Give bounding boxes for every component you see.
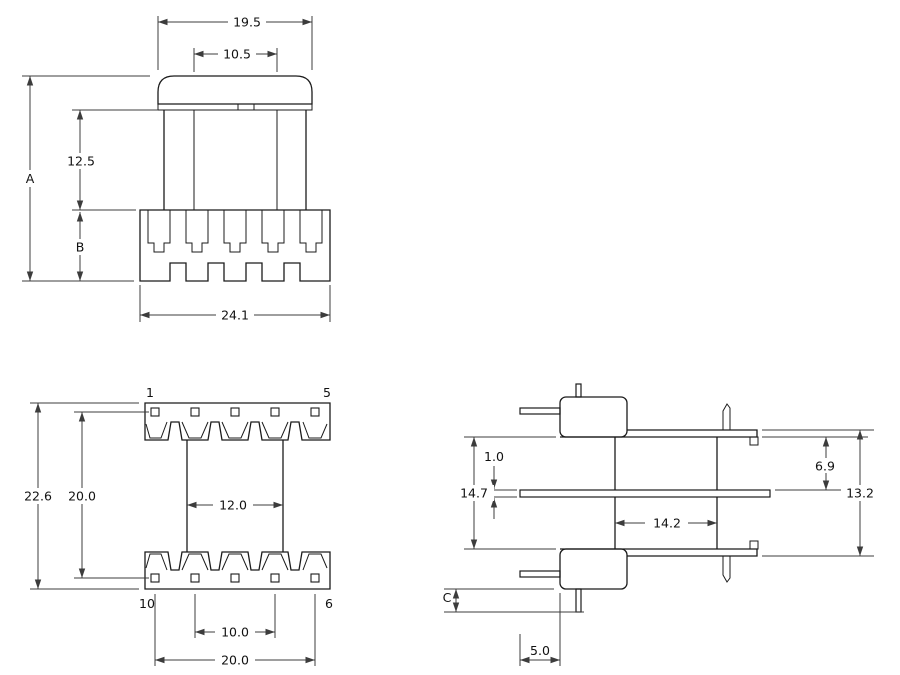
pin-slot — [147, 210, 171, 253]
pin-slot — [299, 210, 323, 253]
pin-cross-section — [190, 407, 200, 417]
dim-inner-pin-span-label: 10.0 — [221, 625, 249, 640]
dim-pin-thickness: 1.0 — [484, 449, 517, 519]
dim-core-length-label: 12.0 — [219, 498, 247, 513]
dim-pin-length: 5.0 — [519, 593, 561, 666]
dim-body-height: 12.5 — [61, 109, 158, 211]
pin-cross-section — [310, 573, 320, 583]
dim-window-height: 14.7 — [453, 436, 556, 550]
dim-body-height-label: 12.5 — [67, 154, 95, 169]
side-view-body — [519, 383, 771, 613]
pin-funnel — [181, 553, 209, 571]
dim-overall-height-side-label: 13.2 — [846, 486, 874, 501]
bottom-flange-block — [559, 548, 628, 590]
pin-funnel — [221, 421, 249, 439]
dim-base-width-label: 24.1 — [221, 308, 249, 323]
pin-funnel — [302, 421, 328, 439]
dim-core-width: 10.5 — [193, 46, 278, 72]
pin-cross-section — [150, 573, 160, 583]
pin-slot — [261, 210, 285, 253]
pin-middle-strip — [519, 489, 771, 498]
pin-cross-section — [270, 573, 280, 583]
dim-core-length: 12.0 — [187, 497, 283, 513]
dim-core-width-label: 10.5 — [223, 47, 251, 62]
pin-cross-section — [150, 407, 160, 417]
dim-window-width: 14.2 — [615, 515, 717, 531]
bottom-flange-plate — [560, 548, 758, 557]
bottom-flange-lip — [749, 540, 759, 550]
pin-number-6: 6 — [325, 596, 333, 611]
top-flange-lip — [749, 436, 759, 446]
pin-cross-section — [230, 573, 240, 583]
pin-left-top — [519, 407, 561, 415]
pin-funnel — [145, 421, 168, 439]
bottom-flange-hook — [722, 556, 731, 583]
pin-top — [575, 383, 582, 398]
dim-overall-length-label: 22.6 — [24, 489, 52, 504]
pin-cross-section — [270, 407, 280, 417]
pin-cross-section — [310, 407, 320, 417]
dim-standoff-c: C — [443, 588, 584, 613]
pin-left-bottom — [519, 570, 561, 578]
dim-overall-height-side: 13.2 — [762, 429, 880, 557]
dim-inner-pin-span: 10.0 — [194, 594, 276, 640]
pin-cross-section — [230, 407, 240, 417]
front-view-body — [139, 75, 331, 282]
plan-view-body — [144, 402, 331, 590]
top-flange-block — [559, 396, 628, 438]
top-flange-hook — [722, 403, 731, 430]
front-view: 19.5 10.5 A 12.5 — [21, 14, 331, 323]
dim-base-height-label: B — [76, 240, 85, 255]
dim-outer-pin-span-label: 20.0 — [221, 653, 249, 668]
pin-slot — [223, 210, 247, 253]
dim-outer-pin-span: 20.0 — [154, 594, 316, 668]
dim-standoff-label: C — [443, 590, 452, 605]
pin-funnel — [221, 553, 249, 571]
pin-funnel — [261, 553, 289, 571]
pin-base-outline — [139, 209, 331, 282]
plan-view: 1 5 10 6 22.6 20.0 12.0 — [19, 385, 333, 668]
pin-funnel — [181, 421, 209, 439]
pin-cross-section — [190, 573, 200, 583]
dim-pin-thickness-label: 1.0 — [484, 449, 504, 464]
dim-base-width: 24.1 — [139, 285, 331, 323]
dim-window-height-label: 14.7 — [460, 486, 488, 501]
dim-overall-height-a: A — [21, 75, 150, 282]
pin-slot — [185, 210, 209, 253]
dim-pin-length-label: 5.0 — [530, 643, 550, 658]
dim-top-width: 19.5 — [157, 14, 313, 70]
dim-row-pitch: 20.0 — [63, 411, 149, 579]
dim-top-width-label: 19.5 — [233, 15, 261, 30]
pin-funnel — [302, 553, 328, 571]
dim-upper-offset: 6.9 — [762, 436, 868, 491]
side-view: 1.0 14.7 6.9 13.2 — [443, 383, 880, 666]
dim-overall-length: 22.6 — [19, 402, 139, 590]
top-flange-band — [157, 103, 313, 111]
dim-window-width-label: 14.2 — [653, 516, 681, 531]
pin-row-bottom-outline — [144, 551, 331, 590]
pin-number-1: 1 — [146, 385, 154, 400]
pin-bottom — [575, 588, 582, 613]
dim-overall-height-label: A — [26, 171, 35, 186]
pin-funnel — [145, 553, 168, 571]
dim-base-height-b: B — [70, 212, 90, 281]
pin-number-10: 10 — [139, 596, 155, 611]
pin-number-5: 5 — [323, 385, 331, 400]
pin-funnel — [261, 421, 289, 439]
core-dome-outline — [157, 75, 313, 105]
dim-row-pitch-label: 20.0 — [68, 489, 96, 504]
top-flange-plate — [560, 429, 758, 438]
dim-upper-offset-label: 6.9 — [815, 459, 835, 474]
pin-row-top-outline — [144, 402, 331, 441]
